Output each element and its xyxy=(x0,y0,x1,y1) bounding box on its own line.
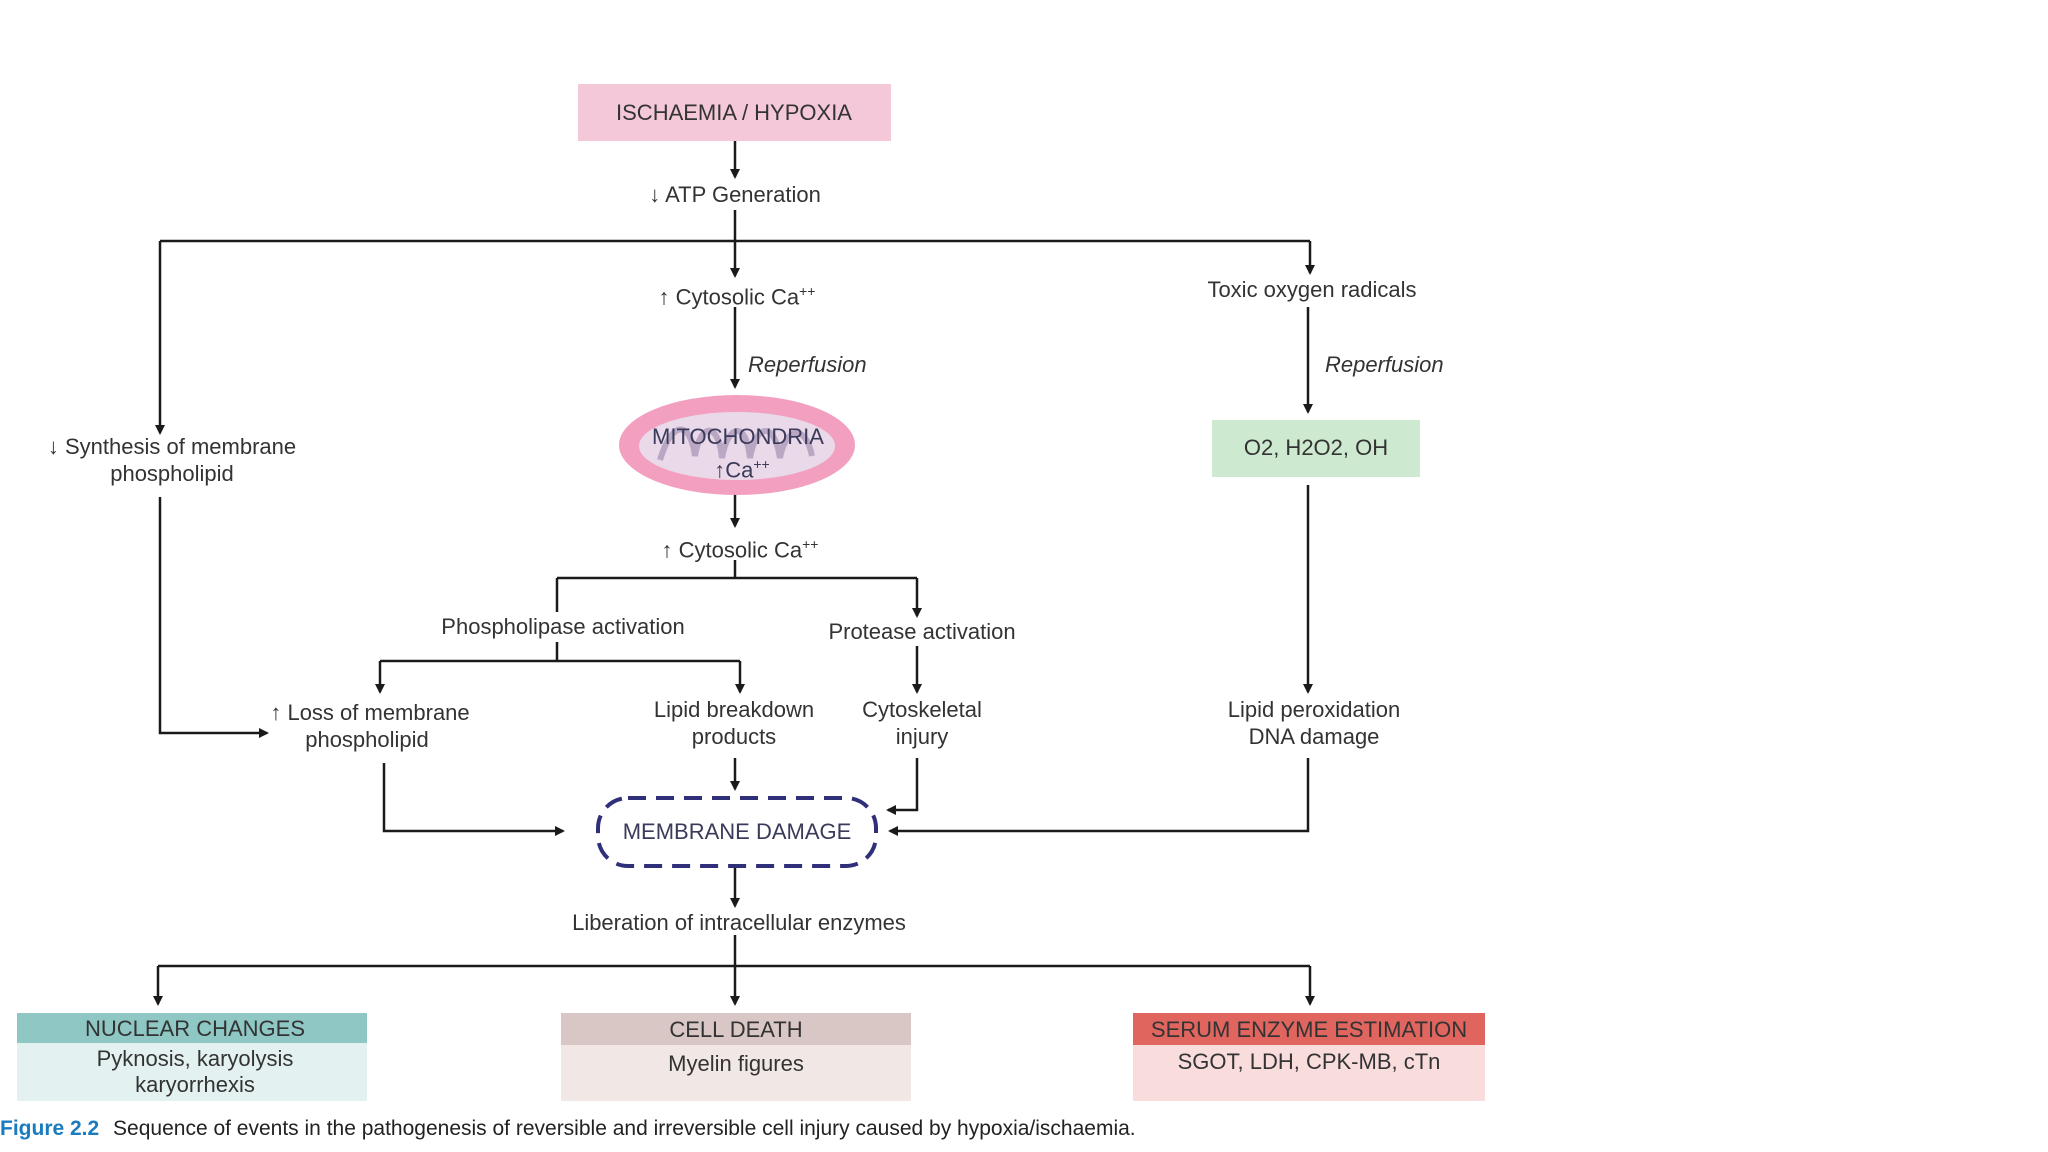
membrane-damage-label: MEMBRANE DAMAGE xyxy=(622,819,852,844)
cytoskeletal-label-line1: Cytoskeletal xyxy=(862,697,982,722)
radicals-formula-box: O2, H2O2, OH xyxy=(1212,420,1420,477)
peroxidation-label-line2: DNA damage xyxy=(1248,724,1380,749)
loss-label-line1: ↑ Loss of membrane xyxy=(270,700,470,725)
nuclear-changes-line1: Pyknosis, karyolysis xyxy=(96,1046,294,1071)
arrow-synthesis-to-loss xyxy=(158,497,269,738)
serum-enzyme-header xyxy=(1133,1013,1485,1045)
ischaemia-box: ISCHAEMIA / HYPOXIA xyxy=(578,84,891,141)
cytosolic-ca-label-1: ↑ Cytosolic Ca++ xyxy=(658,283,816,310)
mitochondria-label: MITOCHONDRIA xyxy=(652,424,824,449)
mitochondria-ca-label: ↑Ca++ xyxy=(714,456,770,483)
liberation-label: Liberation of intracellular enzymes xyxy=(572,910,906,935)
arrow-peroxidation-to-membrane xyxy=(888,758,1310,836)
membrane-damage-border xyxy=(596,796,878,868)
cell-death-line1: Myelin figures xyxy=(668,1051,804,1076)
mitochondria-icon xyxy=(619,395,855,495)
arrow-loss-to-membrane xyxy=(382,763,565,836)
nuclear-changes-title: NUCLEAR CHANGES xyxy=(84,1016,306,1041)
cell-death-box: CELL DEATH Myelin figures xyxy=(561,1013,911,1101)
figure-label: Figure 2.2 xyxy=(0,1117,100,1140)
cell-death-title: CELL DEATH xyxy=(669,1017,803,1042)
serum-enzyme-line1: SGOT, LDH, CPK-MB, cTn xyxy=(1177,1049,1441,1074)
lipid-breakdown-label-line2: products xyxy=(691,724,777,749)
loss-label-line2: phospholipid xyxy=(305,727,429,752)
synthesis-label-line2: phospholipid xyxy=(110,461,234,486)
nuclear-changes-line2: karyorrhexis xyxy=(135,1072,255,1097)
cell-death-header xyxy=(561,1013,911,1045)
reperfusion-label-right: Reperfusion xyxy=(1325,352,1444,377)
reperfusion-label-mid: Reperfusion xyxy=(748,352,867,377)
serum-enzyme-title: SERUM ENZYME ESTIMATION xyxy=(1150,1017,1468,1042)
cytosolic-ca-label-2: ↑ Cytosolic Ca++ xyxy=(661,536,819,563)
atp-generation-label: ↓ ATP Generation xyxy=(649,182,821,207)
peroxidation-label-line1: Lipid peroxidation xyxy=(1227,697,1401,722)
synthesis-label-line1: ↓ Synthesis of membrane xyxy=(47,434,297,459)
figure-caption: Figure 2.2 Sequence of events in the pat… xyxy=(0,1117,1136,1141)
figure-caption-text: Sequence of events in the pathogenesis o… xyxy=(113,1117,1136,1140)
serum-enzyme-box: SERUM ENZYME ESTIMATION SGOT, LDH, CPK-M… xyxy=(1133,1013,1485,1101)
radicals-formula-label: O2, H2O2, OH xyxy=(1243,435,1389,460)
arrow-cytoskeletal-to-membrane xyxy=(886,758,919,815)
nuclear-changes-header xyxy=(17,1013,367,1043)
protease-label: Protease activation xyxy=(828,619,1016,644)
nuclear-changes-box: NUCLEAR CHANGES Pyknosis, karyolysis kar… xyxy=(17,1013,367,1101)
ischaemia-label: ISCHAEMIA / HYPOXIA xyxy=(616,100,852,125)
cytoskeletal-label-line2: injury xyxy=(895,724,949,749)
lipid-breakdown-label-line1: Lipid breakdown xyxy=(653,697,815,722)
phospholipase-label: Phospholipase activation xyxy=(441,614,685,639)
toxic-radicals-label: Toxic oxygen radicals xyxy=(1207,277,1417,302)
